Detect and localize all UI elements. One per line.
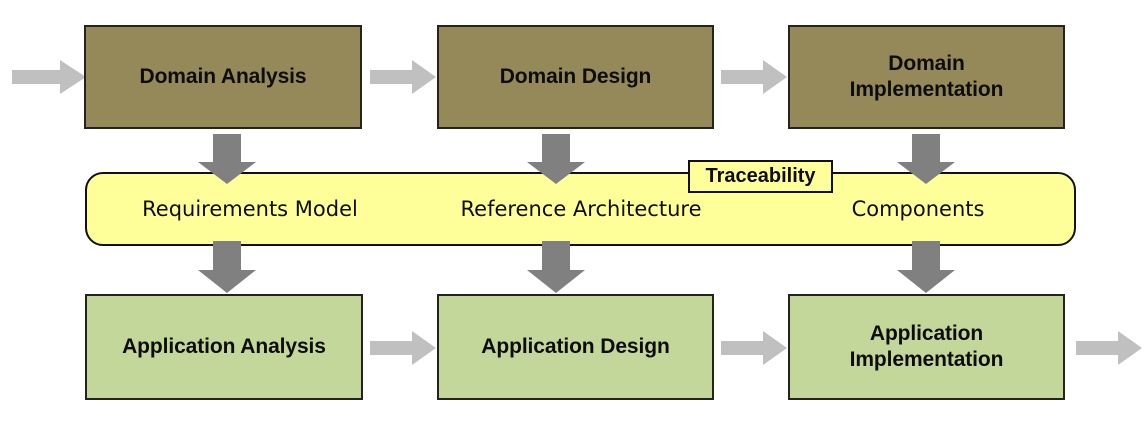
- traceability-tag[interactable]: Traceability: [688, 160, 833, 193]
- domain-design-box[interactable]: Domain Design: [437, 25, 714, 129]
- artifact-components-label: Components: [851, 197, 985, 221]
- domain-flow-arrow-2-icon: [721, 60, 787, 94]
- domain-analysis-label: Domain Analysis: [139, 65, 307, 89]
- domain-analysis-box[interactable]: Domain Analysis: [84, 25, 362, 129]
- artifact-reference-architecture-label: Reference Architecture: [460, 197, 702, 221]
- domain-flow-arrow-1-icon: [370, 60, 436, 94]
- application-design-label: Application Design: [481, 335, 670, 359]
- application-flow-arrow-2-icon: [721, 331, 787, 365]
- artifact-components: Components: [760, 172, 1076, 246]
- band-to-application-arrow-1-icon: [198, 241, 256, 293]
- domain-to-band-arrow-3-icon: [897, 134, 955, 184]
- artifact-requirements-model-label: Requirements Model: [142, 197, 358, 221]
- domain-entry-arrow-icon: [12, 60, 86, 94]
- domain-design-label: Domain Design: [499, 65, 652, 89]
- domain-to-band-arrow-1-icon: [198, 134, 256, 184]
- band-to-application-arrow-3-icon: [897, 241, 955, 293]
- application-analysis-box[interactable]: Application Analysis: [85, 294, 363, 400]
- domain-to-band-arrow-2-icon: [527, 134, 585, 184]
- band-to-application-arrow-2-icon: [527, 241, 585, 293]
- application-analysis-label: Application Analysis: [122, 335, 326, 359]
- artifact-reference-architecture: Reference Architecture: [416, 172, 746, 246]
- traceability-band[interactable]: [85, 172, 1076, 246]
- artifact-requirements-model: Requirements Model: [85, 172, 415, 246]
- application-design-box[interactable]: Application Design: [437, 294, 714, 400]
- traceability-tag-label: Traceability: [705, 165, 816, 187]
- application-exit-arrow-icon: [1076, 331, 1142, 365]
- application-flow-arrow-1-icon: [370, 331, 436, 365]
